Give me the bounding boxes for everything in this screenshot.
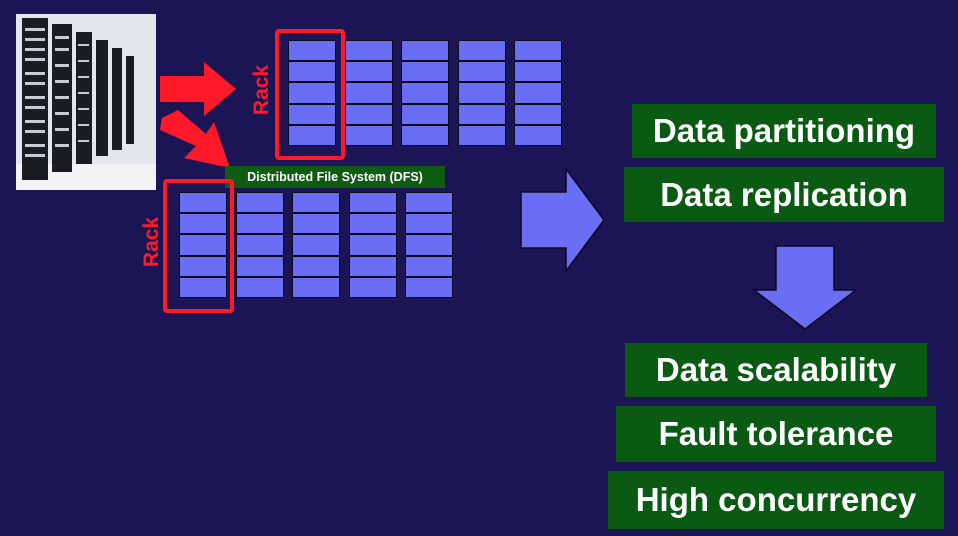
data-block — [235, 276, 284, 298]
node-column — [401, 40, 449, 146]
benefit-data-scalability: Data scalability — [625, 343, 927, 397]
data-block — [348, 276, 397, 298]
data-block — [457, 40, 506, 62]
node-column — [348, 192, 397, 298]
data-block — [457, 103, 506, 125]
data-block — [235, 213, 284, 235]
data-block — [235, 255, 284, 277]
data-block — [514, 82, 562, 104]
data-block — [235, 192, 284, 214]
data-block — [514, 61, 562, 83]
rack-grid-bottom — [179, 192, 455, 302]
data-block — [179, 234, 227, 256]
data-block — [288, 61, 336, 83]
rack-frame-top — [275, 29, 345, 160]
data-block — [179, 192, 227, 214]
data-block — [348, 234, 397, 256]
data-block — [344, 40, 393, 62]
data-block — [288, 124, 336, 146]
rack-grid-top — [288, 40, 564, 150]
data-block — [457, 61, 506, 83]
data-block — [405, 213, 453, 235]
data-block — [348, 192, 397, 214]
data-block — [288, 82, 336, 104]
data-block — [514, 124, 562, 146]
node-column — [179, 192, 227, 298]
data-block — [514, 40, 562, 62]
benefit-high-concurrency: High concurrency — [608, 471, 944, 529]
node-column — [344, 40, 393, 146]
data-block — [235, 234, 284, 256]
data-block — [405, 255, 453, 277]
data-block — [292, 276, 340, 298]
rack-label-top: Rack — [250, 64, 274, 116]
rack-frame-bottom — [163, 179, 234, 313]
data-block — [292, 255, 340, 277]
data-block — [401, 82, 449, 104]
data-block — [292, 234, 340, 256]
benefit-fault-tolerance: Fault tolerance — [616, 406, 936, 462]
data-block — [514, 103, 562, 125]
data-block — [344, 82, 393, 104]
node-column — [457, 40, 506, 146]
node-column — [288, 40, 336, 146]
data-block — [457, 124, 506, 146]
data-block — [292, 192, 340, 214]
red-arrow-diagonal-icon — [160, 110, 230, 168]
data-block — [344, 61, 393, 83]
server-room-photo — [16, 14, 156, 190]
node-column — [292, 192, 340, 298]
data-block — [179, 213, 227, 235]
data-block — [401, 61, 449, 83]
data-block — [179, 276, 227, 298]
data-block — [348, 255, 397, 277]
rack-label-bottom: Rack — [140, 216, 164, 268]
technique-data-partitioning: Data partitioning — [632, 104, 936, 158]
data-block — [401, 124, 449, 146]
node-column — [405, 192, 453, 298]
data-block — [179, 255, 227, 277]
data-block — [401, 103, 449, 125]
data-block — [288, 40, 336, 62]
data-block — [288, 103, 336, 125]
data-block — [405, 234, 453, 256]
technique-data-replication: Data replication — [624, 167, 944, 222]
data-block — [344, 103, 393, 125]
red-arrow-right-icon — [160, 62, 236, 116]
dfs-label: Distributed File System (DFS) — [225, 166, 445, 188]
data-block — [401, 40, 449, 62]
data-block — [405, 192, 453, 214]
node-column — [235, 192, 284, 298]
data-block — [348, 213, 397, 235]
data-block — [344, 124, 393, 146]
data-block — [405, 276, 453, 298]
data-block — [457, 82, 506, 104]
node-column — [514, 40, 562, 146]
data-block — [292, 213, 340, 235]
blue-arrow-down-icon — [752, 245, 858, 330]
blue-arrow-right-icon — [520, 168, 605, 272]
